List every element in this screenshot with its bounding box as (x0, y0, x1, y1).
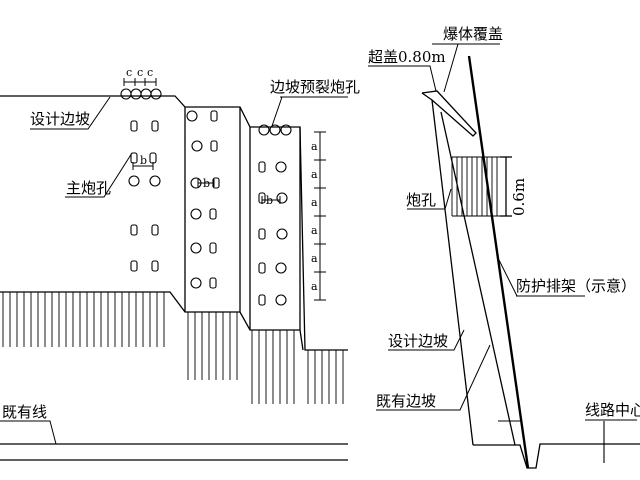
dim-c-1: c (126, 66, 132, 79)
blasthole-slot (258, 161, 266, 173)
blasthole-slot (209, 242, 217, 254)
right-slope-section (421, 55, 640, 469)
dim-b-2: b (203, 177, 210, 190)
blasthole-circle (276, 192, 288, 204)
ground-hatching (2, 292, 344, 404)
dim-b-3: b (266, 194, 273, 207)
label-presplit-holes: 边坡预裂炮孔 (270, 78, 360, 96)
blasthole-slot (130, 152, 138, 164)
dim-a-5: a (311, 252, 318, 265)
blasthole-circle (258, 124, 270, 136)
c-spacing-dimension (123, 78, 157, 86)
blasthole-circle (275, 161, 287, 173)
blasthole-circle (128, 175, 140, 187)
blasthole-circle (275, 294, 287, 306)
blasthole-slot (151, 260, 159, 272)
label-design-slope-right: 设计边坡 (388, 332, 448, 350)
label-over-cover: 超盖0.80m (368, 48, 446, 66)
right-leaders (368, 43, 637, 421)
b-spacing-dimension (132, 162, 281, 204)
blastholes (120, 88, 292, 306)
dim-c-3: c (147, 66, 153, 79)
blasthole-circle (190, 277, 202, 289)
label-existing-line: 既有线 (2, 403, 47, 421)
blasthole-circle (190, 242, 202, 254)
label-line-center: 线路中心 (585, 401, 640, 419)
terrain-profile (0, 95, 348, 351)
blasthole-slot (258, 262, 266, 274)
blasthole-slot (151, 120, 159, 132)
left-slope-section (0, 95, 348, 461)
blasthole-slot (130, 224, 138, 236)
blasthole-slot (258, 294, 266, 306)
label-protective-rack: 防护排架（示意） (516, 277, 636, 295)
blast-cover-outline (421, 90, 477, 137)
blasthole-hatching (451, 157, 498, 216)
dim-b-1: b (140, 154, 147, 167)
blasthole-slot (209, 277, 217, 289)
blasthole-circle (275, 262, 287, 274)
blasthole-circle (130, 88, 142, 100)
left-leaders (0, 96, 348, 445)
blasthole-circle (140, 88, 152, 100)
blasthole-circle (149, 175, 161, 187)
blasthole-slot (210, 140, 218, 152)
blasthole-circle (190, 208, 202, 220)
label-blasthole-right: 炮孔 (406, 191, 436, 209)
blasthole-circle (269, 124, 281, 136)
label-depth-0-6m: 0.6m (510, 178, 528, 216)
blasthole-slot (258, 228, 266, 240)
blasthole-slot (209, 208, 217, 220)
dim-a-1: a (311, 140, 318, 153)
label-design-slope-left: 设计边坡 (30, 110, 90, 128)
blasthole-slot (130, 260, 138, 272)
blasthole-slot (130, 120, 138, 132)
dim-a-4: a (311, 224, 318, 237)
blasthole-slot (149, 152, 157, 164)
dim-a-6: a (311, 280, 318, 293)
dim-c-2: c (137, 66, 143, 79)
dim-a-3: a (311, 196, 318, 209)
blasthole-circle (276, 228, 288, 240)
blasthole-circle (191, 140, 203, 152)
blasthole-slot (151, 224, 159, 236)
protective-rack-line (467, 55, 530, 469)
blasthole-circle (150, 88, 162, 100)
label-blast-cover: 爆体覆盖 (443, 25, 503, 43)
design-slope-line (431, 99, 474, 446)
dim-a-2: a (311, 168, 318, 181)
blasthole-circle (120, 88, 132, 100)
label-main-blasthole: 主炮孔 (66, 179, 111, 197)
label-existing-slope: 既有边坡 (376, 392, 436, 410)
existing-slope-line (440, 111, 516, 446)
bottom-profile (473, 443, 640, 469)
blasthole-slot (210, 110, 218, 122)
blasthole-circle (186, 110, 198, 122)
blasthole-circle (280, 124, 292, 136)
a-spacing-dimension (314, 131, 326, 301)
